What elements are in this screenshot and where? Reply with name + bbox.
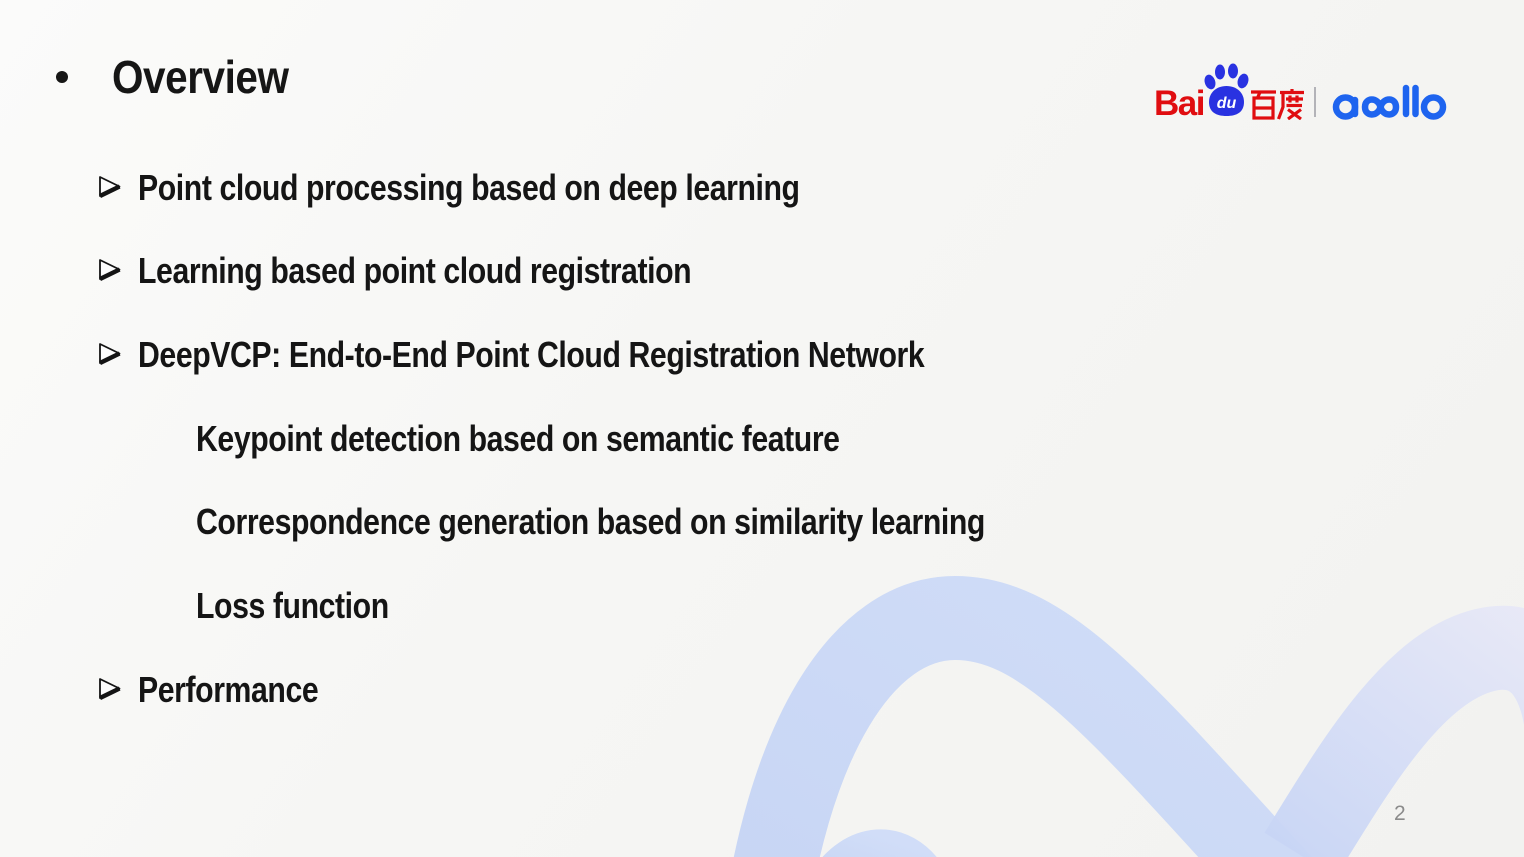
apollo-wordmark-icon — [1332, 84, 1447, 120]
arrow-bullet-icon — [96, 670, 138, 707]
dot-bullet-icon — [150, 502, 196, 535]
page-title: Overview — [112, 51, 289, 103]
outline-item-label: Performance — [138, 669, 319, 710]
outline-item-label: Loss function — [196, 585, 389, 626]
title-bullet-dot-icon — [56, 71, 68, 83]
baidu-wordmark: Bai — [1154, 84, 1205, 123]
outline-item-label: Point cloud processing based on deep lea… — [138, 167, 800, 208]
outline-item: Performance — [96, 670, 353, 712]
baidu-paw-label: du — [1217, 95, 1237, 112]
outline-item-label: DeepVCP: End-to-End Point Cloud Registra… — [138, 334, 925, 375]
arrow-bullet-icon — [96, 335, 138, 372]
page-number: 2 — [1394, 802, 1406, 825]
baidu-cjk-wordmark — [1251, 89, 1304, 120]
outline-subitem: Correspondence generation based on simil… — [150, 502, 1135, 544]
logo-strip: Bai du — [1150, 60, 1460, 124]
outline-item-label: Keypoint detection based on semantic fea… — [196, 418, 840, 459]
arrow-bullet-icon — [96, 251, 138, 288]
outline-item: DeepVCP: End-to-End Point Cloud Registra… — [96, 335, 1074, 377]
outline-item: Point cloud processing based on deep lea… — [96, 168, 926, 210]
outline-subitem: Loss function — [150, 586, 426, 628]
outline-item-label: Correspondence generation based on simil… — [196, 501, 985, 542]
outline-item-label: Learning based point cloud registration — [138, 250, 692, 291]
dot-bullet-icon — [150, 419, 196, 452]
baidu-paw-icon: du — [1204, 63, 1249, 116]
dot-bullet-icon — [150, 586, 196, 619]
apollo-swoosh-watermark-icon — [733, 575, 1524, 857]
arrow-bullet-icon — [96, 168, 138, 205]
outline-subitem: Keypoint detection based on semantic fea… — [150, 419, 962, 461]
logo-divider — [1314, 87, 1316, 117]
outline-item: Learning based point cloud registration — [96, 251, 797, 293]
